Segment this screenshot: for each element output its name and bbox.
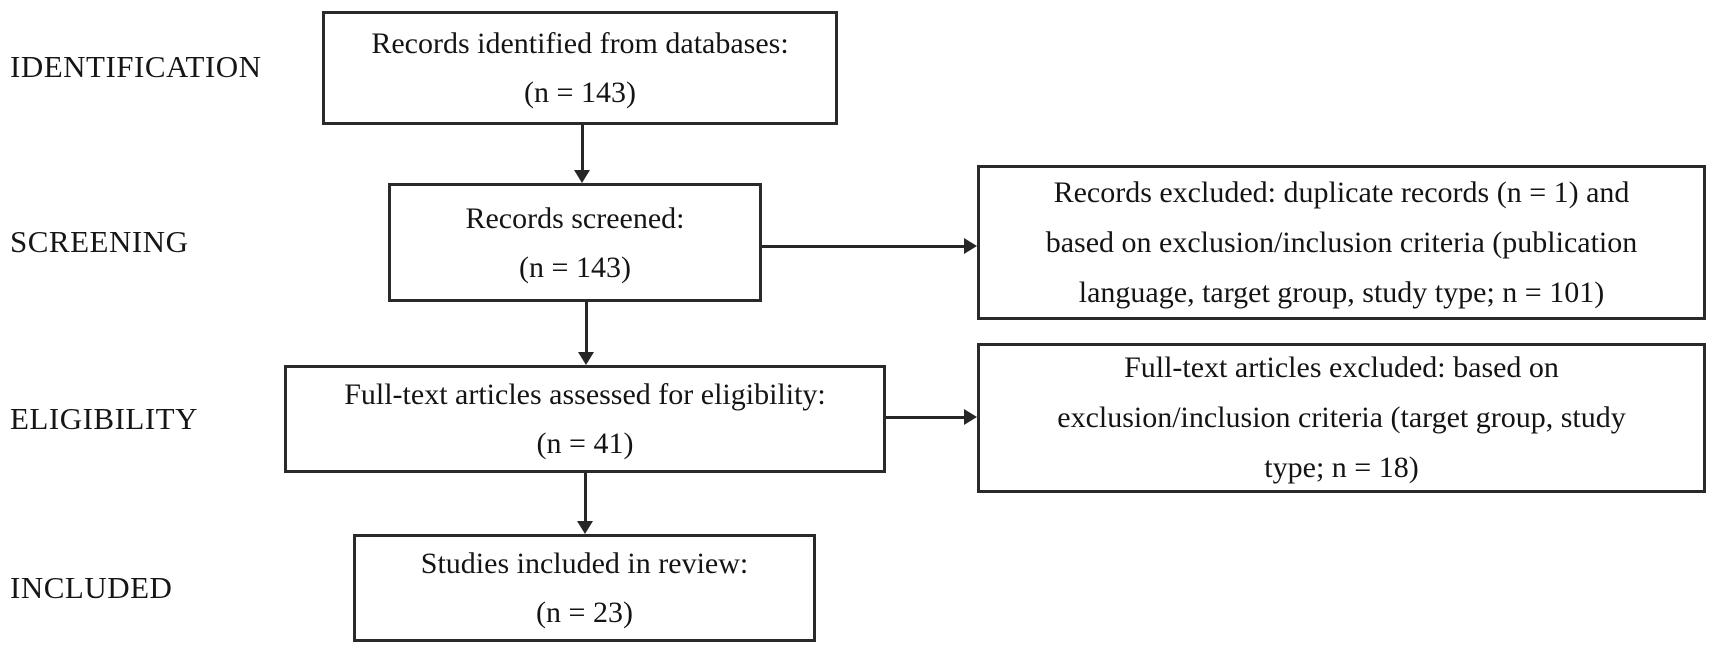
box-fulltext-assessed: Full-text articles assessed for eligibil… (284, 365, 886, 473)
box-count: (n = 143) (524, 76, 636, 109)
arrowhead-down-icon (578, 352, 594, 365)
box-text-line: type; n = 18) (1264, 451, 1419, 484)
box-title: Full-text articles assessed for eligibil… (344, 378, 826, 411)
box-count: (n = 143) (519, 250, 631, 284)
arrowhead-right-icon (964, 238, 977, 254)
box-text-line: language, target group, study type; n = … (1078, 275, 1605, 309)
box-records-screened: Records screened: (n = 143) (388, 183, 762, 302)
arrowhead-down-icon (577, 521, 593, 534)
box-title: Studies included in review: (420, 547, 749, 580)
box-text-line: Records excluded: duplicate records (n =… (1053, 175, 1630, 209)
arrowhead-down-icon (574, 170, 590, 183)
box-title: Records identified from databases: (371, 27, 789, 60)
box-text-line: based on exclusion/inclusion criteria (p… (1045, 225, 1638, 259)
arrowhead-right-icon (964, 409, 977, 425)
stage-label-eligibility: ELIGIBILITY (10, 401, 198, 436)
box-fulltext-excluded: Full-text articles excluded: based on ex… (977, 343, 1706, 493)
stage-label-identification: IDENTIFICATION (10, 49, 262, 84)
stage-label-included: INCLUDED (10, 570, 173, 605)
box-title: Records screened: (465, 201, 685, 235)
arrow-shaft (585, 302, 588, 354)
box-text-line: Full-text articles excluded: based on (1124, 351, 1559, 384)
box-count: (n = 41) (536, 427, 634, 460)
arrow-shaft (584, 473, 587, 523)
box-studies-included: Studies included in review: (n = 23) (353, 534, 816, 642)
box-records-excluded: Records excluded: duplicate records (n =… (977, 165, 1706, 320)
box-text-line: exclusion/inclusion criteria (target gro… (1057, 401, 1626, 434)
arrow-shaft (886, 416, 966, 419)
arrow-shaft (762, 245, 966, 248)
arrow-shaft (581, 125, 584, 172)
box-count: (n = 23) (536, 596, 633, 629)
stage-label-screening: SCREENING (10, 224, 189, 259)
box-records-identified: Records identified from databases: (n = … (322, 11, 838, 125)
